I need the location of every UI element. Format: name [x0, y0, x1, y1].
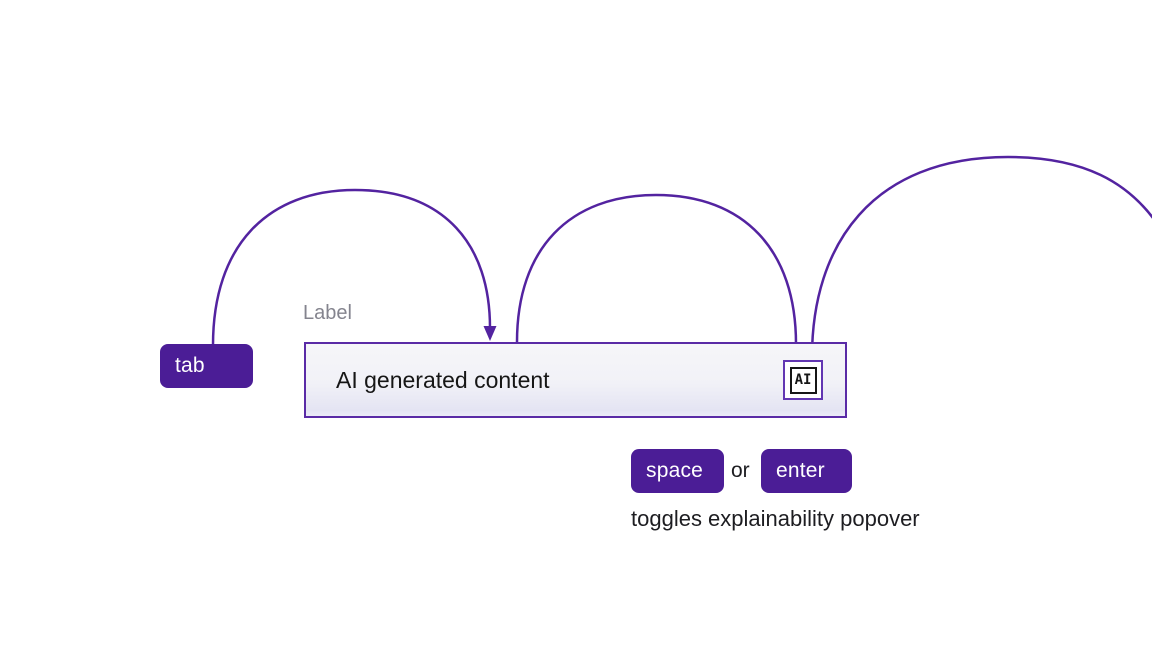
or-label: or [731, 459, 750, 482]
arc-field-to-ai-badge [515, 193, 803, 357]
ai-label-icon-glyph: AI [789, 366, 817, 394]
tab-key: tab [160, 344, 253, 388]
ai-text-input-value: AI generated content [336, 366, 550, 393]
space-key-label: space [646, 459, 704, 482]
enter-key: enter [761, 449, 852, 493]
ai-label-icon[interactable]: AI [783, 360, 823, 400]
caption-text: toggles explainability popover [631, 506, 920, 531]
field-label: Label [303, 302, 352, 324]
arc-ai-badge-to-offscreen [810, 155, 1152, 358]
ai-text-input[interactable]: AI generated content AI [304, 342, 847, 418]
enter-key-label: enter [776, 459, 825, 482]
arc-tab-to-field [211, 188, 497, 346]
tab-key-label: tab [175, 354, 205, 377]
space-key: space [631, 449, 724, 493]
